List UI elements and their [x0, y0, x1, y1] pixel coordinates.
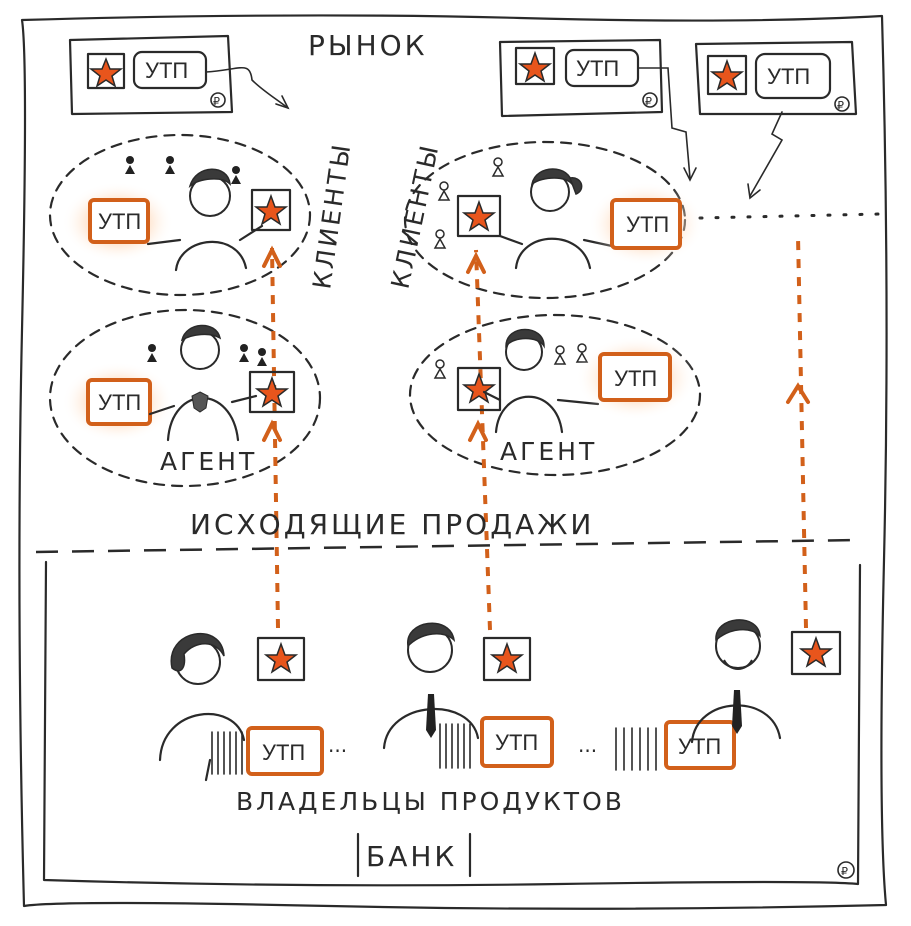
- arrow-head: [683, 167, 697, 182]
- market-bank-divider: [35, 538, 861, 554]
- outer-frame: [18, 14, 888, 910]
- ad-utp-text: УТП: [767, 64, 810, 89]
- ruble-icon: ₽: [837, 99, 844, 112]
- product-owner-man-right: [690, 619, 782, 744]
- dotted-connector: [698, 212, 882, 220]
- client-figures-agent-left: [147, 344, 267, 366]
- arrow-head: [747, 183, 761, 200]
- ruble-icon: ₽: [645, 95, 652, 108]
- star-card-client-left: [250, 188, 292, 232]
- star-card-owner-left: [256, 636, 306, 682]
- ad-card-middle: УТП ₽: [498, 38, 664, 118]
- bank-label-box: БАНК: [356, 832, 472, 878]
- clients-label-left: КЛИЕНТЫ: [307, 140, 356, 291]
- outbound-sales-label: ИСХОДЯЩИЕ ПРОДАЖИ: [190, 508, 594, 541]
- bank-frame: [42, 560, 862, 887]
- arrow-ad-left: [205, 66, 289, 109]
- agent-group-left: [48, 308, 322, 488]
- star-card-client-mid: [456, 194, 502, 238]
- ellipsis-right: ...: [578, 733, 597, 757]
- utp-text: УТП: [614, 366, 657, 391]
- ruble-icon: ₽: [213, 95, 220, 108]
- glow-utp-agent-left: УТП: [62, 362, 174, 442]
- product-owner-man-mid: [382, 622, 480, 750]
- agent-person-mid: [482, 328, 600, 434]
- client-figures-left: [125, 156, 241, 184]
- bank-currency-badge: ₽: [837, 861, 855, 879]
- ad-utp-text: УТП: [145, 58, 188, 83]
- arrow-ad-middle: [637, 67, 691, 179]
- star-card-agent-mid: [456, 366, 502, 412]
- ad-card-right: УТП ₽: [694, 40, 858, 116]
- ad-card-left: УТП ₽: [68, 34, 234, 116]
- client-figures-mid: [433, 157, 505, 249]
- star-card-owner-right: [790, 630, 842, 676]
- market-title: РЫНОК: [308, 29, 428, 62]
- clients-group-left: [48, 133, 312, 297]
- utp-text: УТП: [98, 390, 141, 415]
- utp-stack-left: УТП: [211, 726, 324, 776]
- agent-person-left: [148, 324, 258, 442]
- ruble-icon: ₽: [841, 865, 848, 878]
- product-owner-woman: [158, 632, 246, 782]
- star-card-agent-left: [248, 370, 296, 414]
- flow-line-right: [796, 235, 808, 629]
- arrow-head: [275, 95, 290, 110]
- arrow-ad-right: [749, 111, 784, 197]
- bank-label: БАНК: [366, 840, 457, 873]
- client-person-mid: [498, 168, 614, 270]
- utp-stack-right: УТП: [615, 720, 736, 771]
- glow-utp-client-mid: УТП: [588, 182, 704, 266]
- ad-utp-text: УТП: [576, 56, 619, 81]
- utp-text: УТП: [495, 730, 538, 755]
- ellipsis-left: ...: [328, 733, 347, 757]
- utp-stack-mid: УТП: [439, 716, 554, 769]
- utp-text: УТП: [262, 740, 305, 765]
- agent-group-mid: [408, 313, 702, 477]
- utp-text: УТП: [98, 209, 141, 234]
- utp-text: УТП: [626, 212, 669, 237]
- glow-utp-agent-mid: УТП: [576, 336, 696, 420]
- client-person-left: [146, 168, 264, 272]
- agent-label-mid: АГЕНТ: [500, 437, 597, 466]
- agent-label-left: АГЕНТ: [160, 447, 257, 476]
- glow-utp-client-left: УТП: [62, 182, 174, 262]
- product-owners-label: ВЛАДЕЛЬЦЫ ПРОДУКТОВ: [236, 787, 625, 816]
- utp-text: УТП: [678, 734, 721, 759]
- flow-arrowheads: [262, 245, 810, 442]
- star-card-owner-mid: [482, 636, 532, 682]
